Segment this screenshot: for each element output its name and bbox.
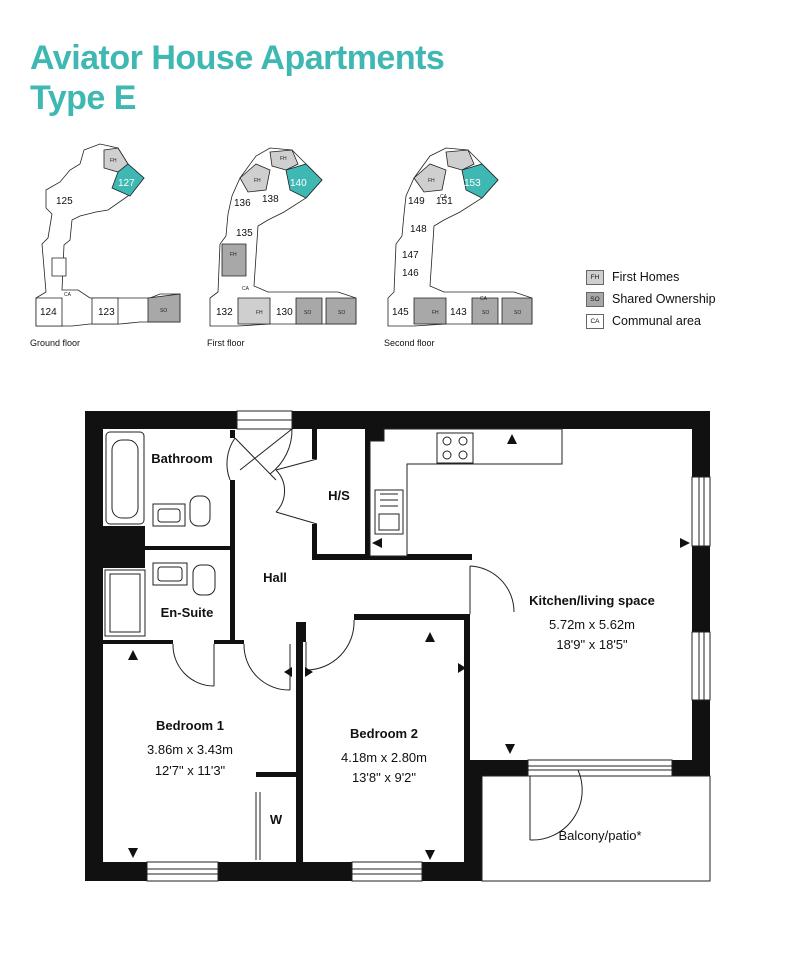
label-hs: H/S [328, 488, 350, 503]
label-wardrobe: W [270, 812, 283, 827]
legend-swatch-so: SO [586, 291, 604, 307]
bedroom-1-imperial: 12'7" x 11'3" [155, 763, 226, 778]
label-balcony: Balcony/patio* [558, 828, 641, 843]
legend-label-fh: First Homes [612, 270, 680, 284]
balcony-outline [481, 775, 711, 882]
title-line-1: Aviator House Apartments [30, 39, 445, 77]
floor-label-first: First floor [207, 338, 245, 348]
bedroom-2-metric: 4.18m x 2.80m [341, 750, 427, 765]
doors [172, 410, 583, 860]
legend-label-ca: Communal area [612, 314, 701, 328]
legend-label-so: Shared Ownership [612, 292, 716, 306]
legend-swatch-ca: CA [586, 313, 604, 329]
label-bathroom: Bathroom [151, 451, 212, 466]
bedroom-1-metric: 3.86m x 3.43m [147, 742, 233, 757]
kitchen-metric: 5.72m x 5.62m [549, 617, 635, 632]
label-hall: Hall [263, 570, 287, 585]
label-kitchen: Kitchen/living space [529, 593, 655, 608]
label-bedroom-1: Bedroom 1 [156, 718, 224, 733]
legend-item-fh: FH First Homes [586, 266, 716, 288]
walls [85, 411, 710, 881]
label-bedroom-2: Bedroom 2 [350, 726, 418, 741]
floor-label-ground: Ground floor [30, 338, 81, 348]
ensuite-toilet [192, 564, 216, 596]
kitchen-worktop [369, 428, 563, 557]
windows [146, 476, 711, 882]
floor-label-second: Second floor [384, 338, 435, 348]
kitchen-imperial: 18'9" x 18'5" [556, 637, 628, 652]
legend-item-so: SO Shared Ownership [586, 288, 716, 310]
page-title: Aviator House Apartments Type E [30, 38, 445, 118]
legend-swatch-fh: FH [586, 269, 604, 285]
label-ensuite: En-Suite [161, 605, 214, 620]
title-line-2: Type E [30, 79, 136, 117]
legend-item-ca: CA Communal area [586, 310, 716, 332]
bathroom-toilet [189, 495, 211, 527]
arrows [128, 434, 690, 860]
bedroom-2-imperial: 13'8" x 9'2" [352, 770, 416, 785]
fixtures [104, 428, 711, 882]
hob [436, 432, 474, 464]
legend: FH First Homes SO Shared Ownership CA Co… [586, 266, 716, 332]
